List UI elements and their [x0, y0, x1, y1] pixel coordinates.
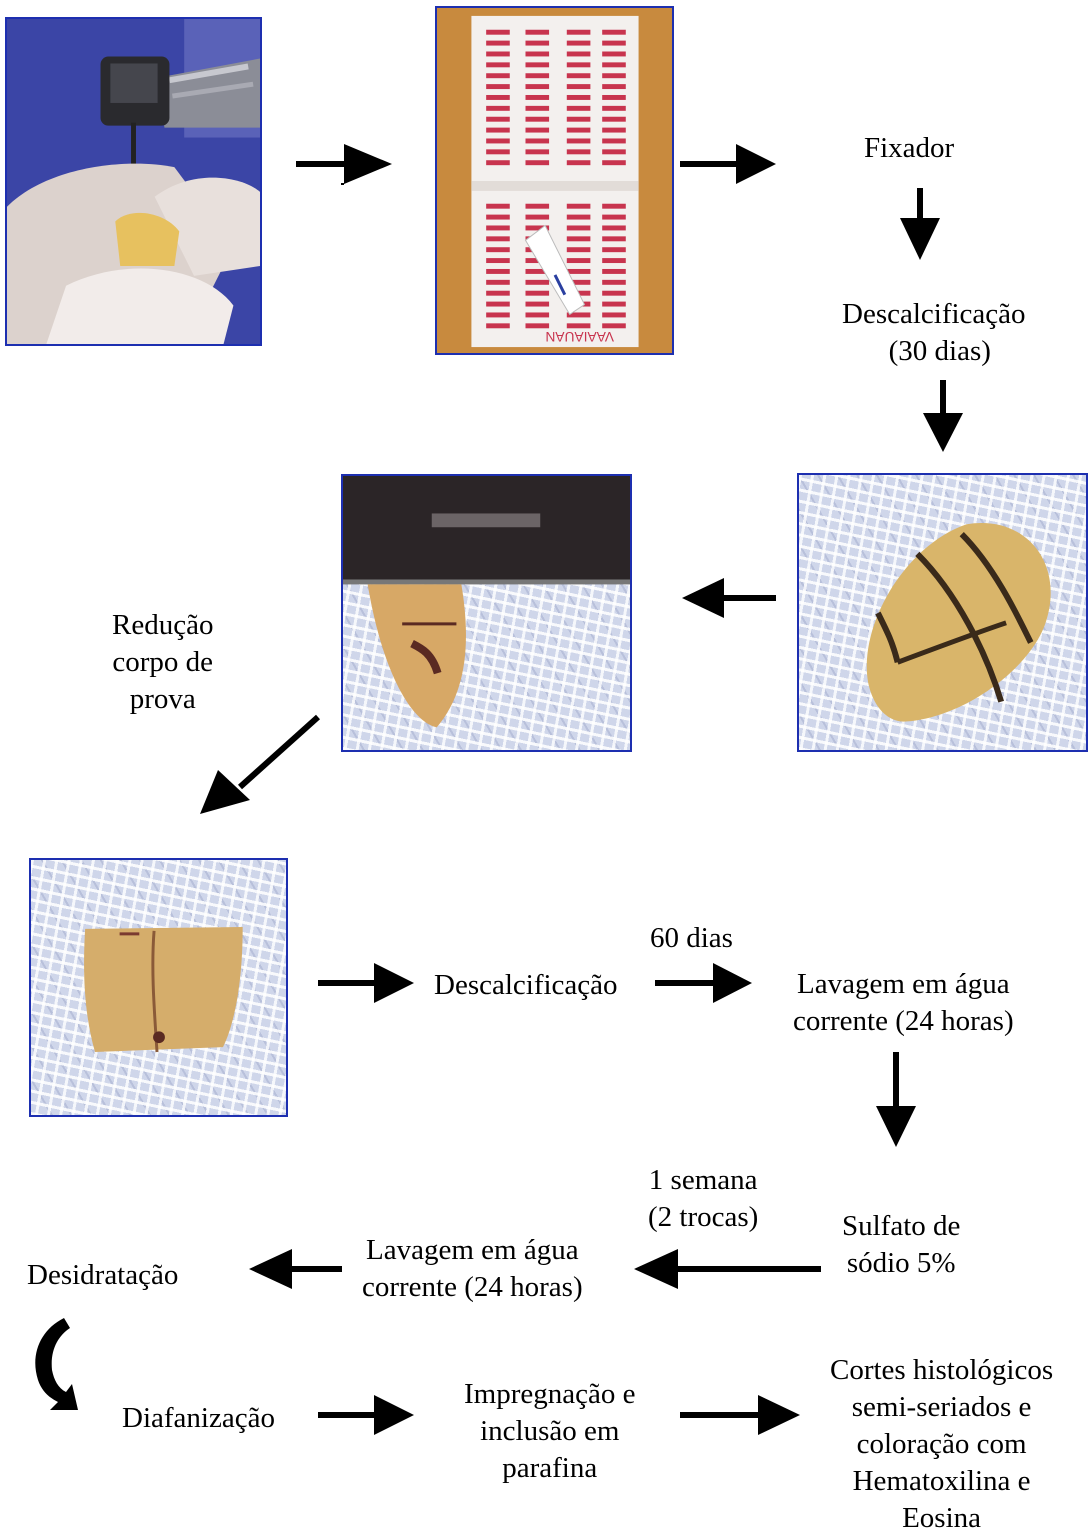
arrow-left-2: [634, 1249, 821, 1289]
label-desidratacao: Desidratação: [27, 1257, 178, 1294]
arrow-right-2: [680, 144, 776, 184]
arrow-right-4: [655, 963, 752, 1003]
label-cortes: Cortes histológicos semi-seriados e colo…: [830, 1352, 1053, 1537]
speck: [341, 183, 344, 185]
arrow-down-2: [923, 380, 963, 452]
arrow-down-1: [900, 188, 940, 260]
label-60-dias: 60 dias: [650, 920, 733, 957]
arrow-curved: [35, 1318, 78, 1410]
label-impregnacao: Impregnação e inclusão em parafina: [464, 1376, 635, 1487]
arrow-down-3: [876, 1052, 916, 1147]
label-descalcificacao: Descalcificação: [434, 967, 618, 1004]
label-lavagem-1: Lavagem em água corrente (24 horas): [793, 966, 1014, 1040]
arrow-left-1: [682, 578, 776, 618]
label-fixador: Fixador: [864, 130, 954, 167]
label-descalcificacao-30: Descalcificação (30 dias): [842, 296, 1026, 370]
arrow-right-1: [296, 144, 392, 184]
arrow-right-3: [318, 963, 414, 1003]
label-sulfato: Sulfato de sódio 5%: [842, 1208, 960, 1282]
label-diafanizacao: Diafanização: [122, 1400, 275, 1437]
arrow-right-6: [680, 1395, 800, 1435]
label-1-semana: 1 semana (2 trocas): [648, 1162, 758, 1236]
arrow-left-3: [249, 1249, 342, 1289]
label-lavagem-2: Lavagem em água corrente (24 horas): [362, 1232, 583, 1306]
label-reducao-corpo-prova: Redução corpo de prova: [112, 607, 213, 718]
arrow-diagonal: [200, 717, 318, 814]
arrow-right-5: [318, 1395, 414, 1435]
